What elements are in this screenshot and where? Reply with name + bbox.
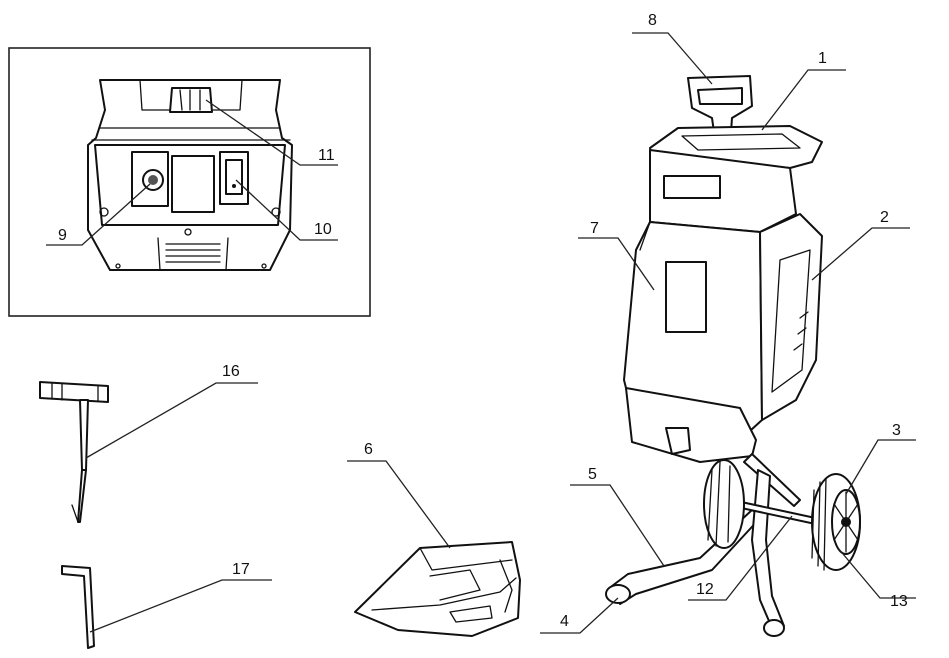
collection-bag-part bbox=[354, 541, 521, 637]
callout-10: 10 bbox=[314, 221, 332, 238]
callout-1: 1 bbox=[818, 50, 827, 67]
callout-17: 17 bbox=[232, 561, 250, 578]
leader-lines bbox=[46, 32, 916, 634]
control-panel-inset bbox=[8, 47, 371, 317]
callout-13: 13 bbox=[890, 593, 908, 610]
allen-key-part bbox=[61, 565, 95, 649]
callout-4: 4 bbox=[560, 613, 569, 630]
callout-12: 12 bbox=[696, 581, 714, 598]
shredder-main-part bbox=[605, 75, 861, 637]
callout-16: 16 bbox=[222, 363, 240, 380]
socket-wrench-part bbox=[39, 381, 109, 523]
callout-2: 2 bbox=[880, 209, 889, 226]
callout-3: 3 bbox=[892, 422, 901, 439]
callout-11: 11 bbox=[318, 147, 335, 164]
callout-6: 6 bbox=[364, 441, 373, 458]
callout-8: 8 bbox=[648, 12, 657, 29]
callout-labels: 1 2 3 4 5 6 7 8 9 10 11 12 13 16 17 bbox=[58, 12, 908, 630]
callout-9: 9 bbox=[58, 227, 67, 244]
callout-5: 5 bbox=[588, 466, 597, 483]
callout-7: 7 bbox=[590, 220, 599, 237]
